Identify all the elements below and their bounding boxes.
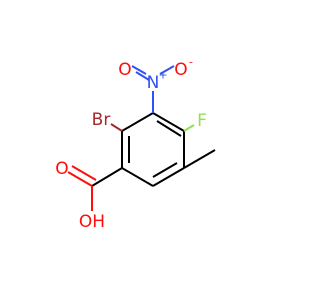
bond-n-o-left-1 bbox=[131, 65, 147, 75]
bond-carboxyl-o-double-1 bbox=[67, 171, 93, 187]
bond-ring-c4-c5 bbox=[121, 167, 154, 187]
atom-oxygen-nitro-right: O bbox=[174, 60, 187, 80]
atom-fluorine: F bbox=[197, 111, 207, 131]
atom-nitrogen: N bbox=[147, 73, 160, 93]
atom-oxygen-nitro-right-charge: - bbox=[189, 56, 193, 69]
atom-oxygen-hydroxyl: OH bbox=[79, 212, 105, 232]
bond-ring-c3-c4 bbox=[152, 167, 185, 187]
molecule-diagram: Br N + O O - F O OH bbox=[55, 55, 216, 232]
atom-oxygen-carbonyl: O bbox=[55, 159, 68, 179]
bond-ring-c1-c2-inner bbox=[156, 120, 182, 137]
bond-n-o-right bbox=[159, 65, 175, 75]
bond-ring-c1-c2 bbox=[152, 112, 185, 132]
bond-c6-br bbox=[110, 123, 123, 132]
bond-c2-f bbox=[183, 124, 195, 132]
bond-n-o-left-2 bbox=[135, 71, 150, 81]
bond-ring-c6-c1 bbox=[121, 112, 154, 132]
bond-c3-methyl bbox=[183, 149, 216, 169]
bond-c5-carboxyl bbox=[91, 167, 123, 187]
molecule-svg: Br N + O O - F O OH bbox=[55, 56, 216, 232]
atom-bromine: Br bbox=[92, 110, 111, 130]
bond-carboxyl-o-double-2 bbox=[71, 165, 97, 181]
bond-ring-c3-c4-inner bbox=[152, 162, 178, 178]
atom-nitrogen-charge: + bbox=[158, 69, 167, 82]
atom-oxygen-nitro-left: O bbox=[118, 60, 131, 80]
